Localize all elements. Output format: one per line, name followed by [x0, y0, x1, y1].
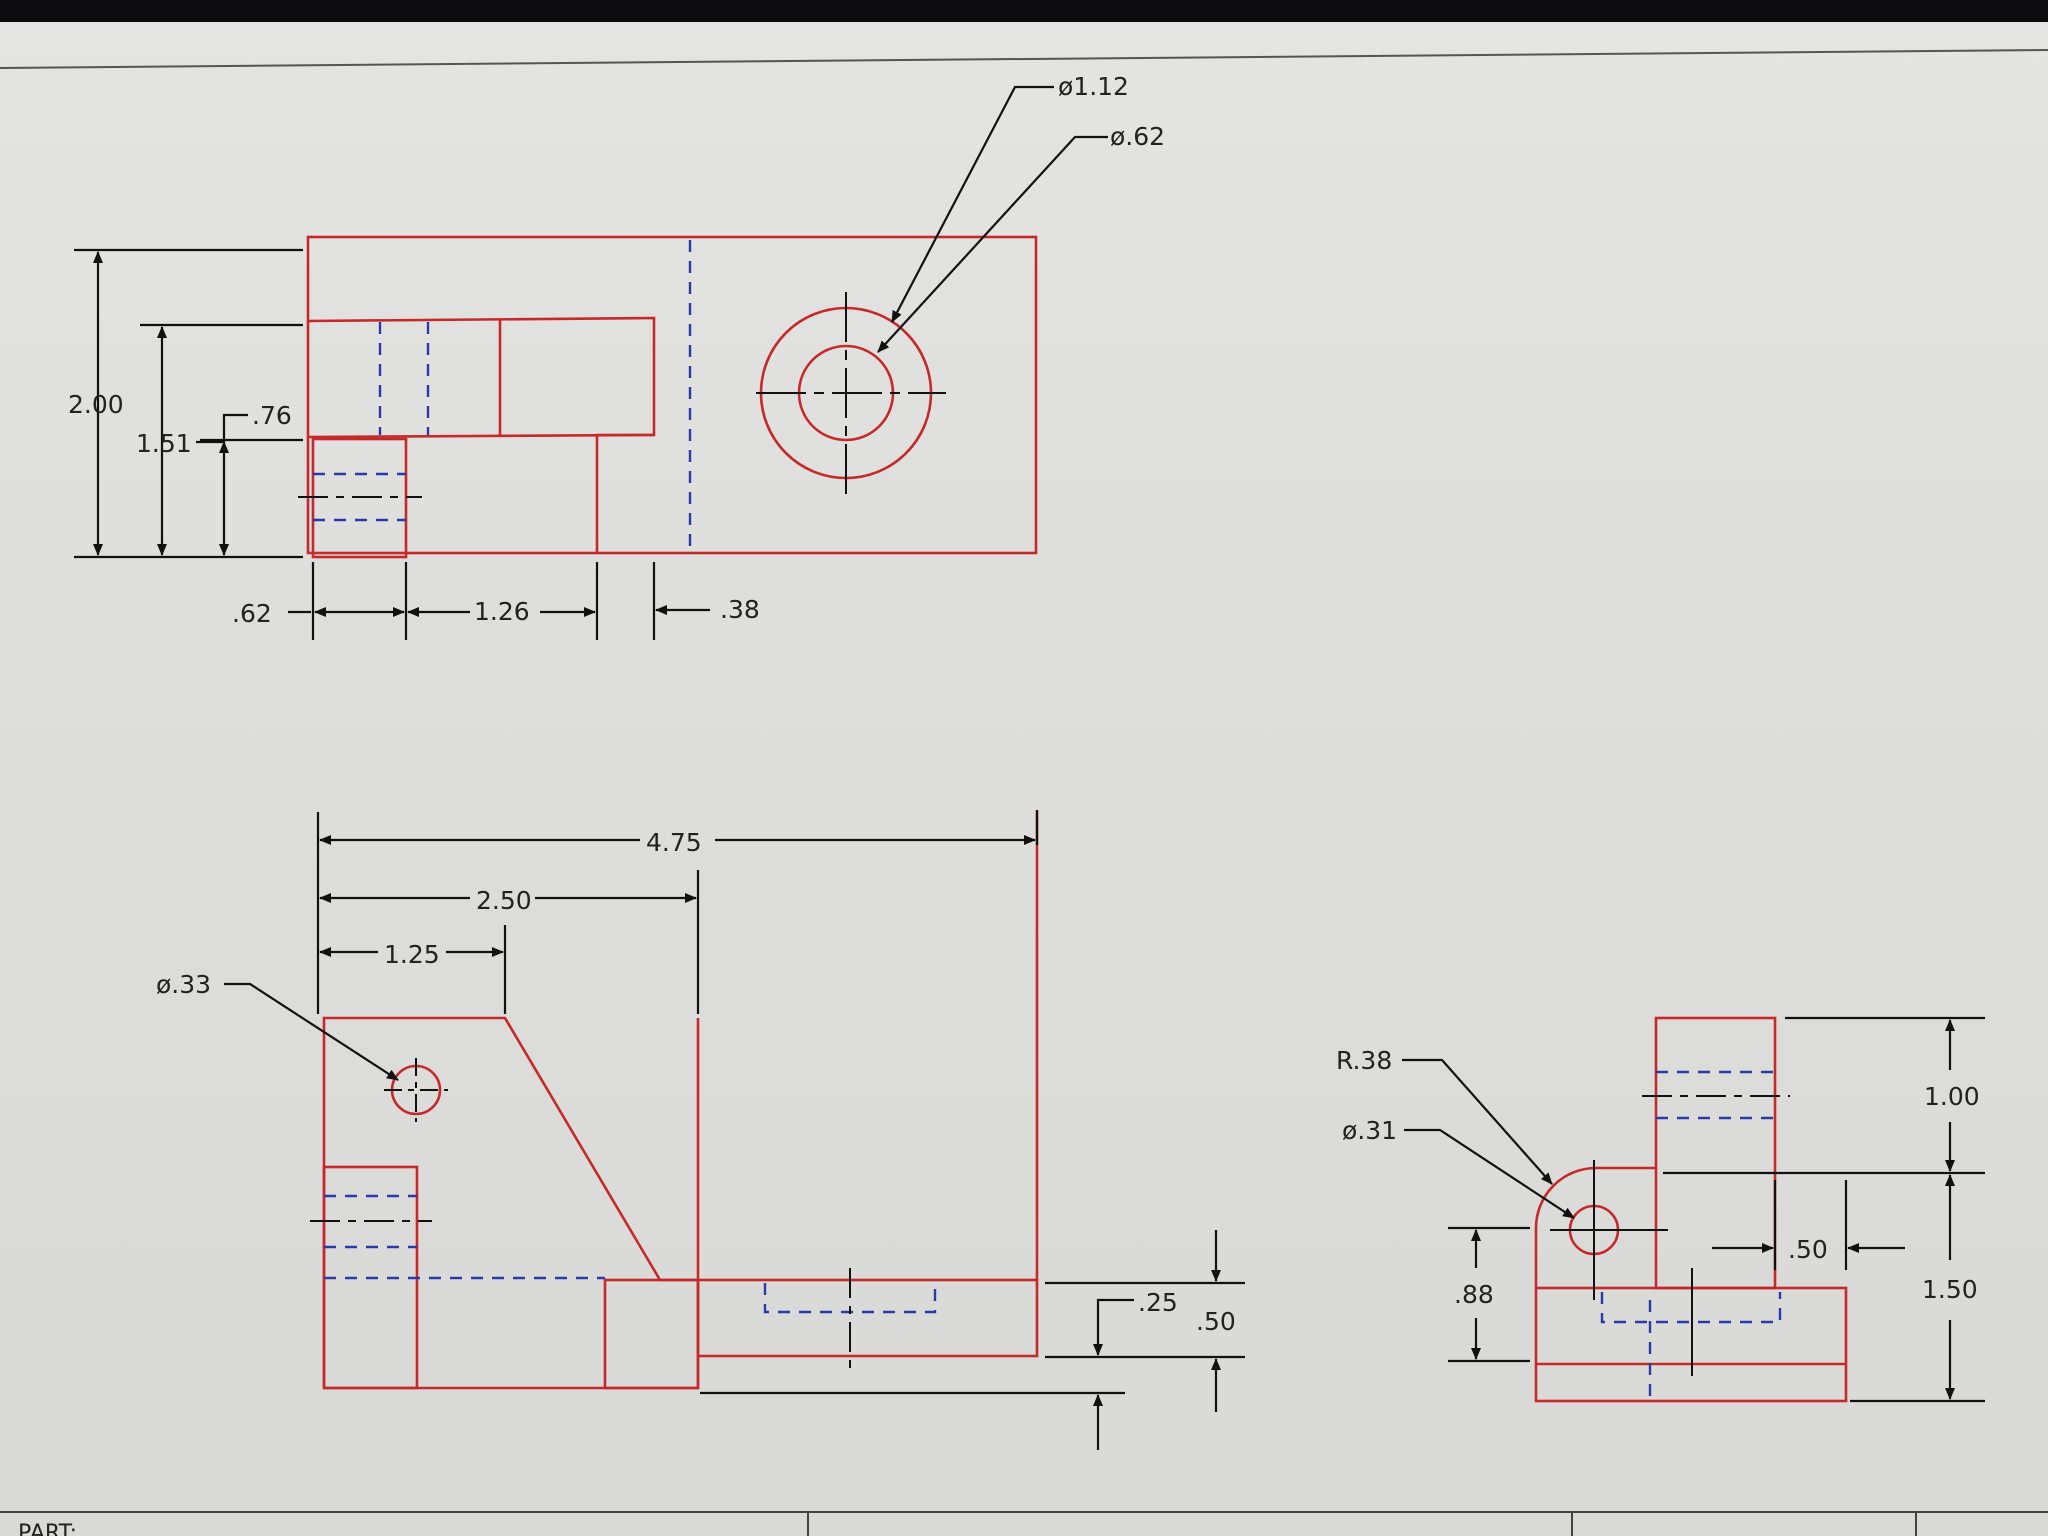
dim-diameter-62: ø.62: [1110, 122, 1165, 151]
side-view-dimensions: R.38 ø.31 .88 1.00 1.50 .50: [1336, 1016, 1985, 1403]
dim-height-1-51: 1.51: [136, 429, 192, 458]
dim-width-38: .38: [720, 595, 760, 624]
dim-height-50: .50: [1196, 1307, 1236, 1336]
title-block: PART:: [0, 1511, 2048, 1536]
dim-width-2-50: 2.50: [476, 886, 532, 915]
front-view: [310, 810, 1039, 1390]
dim-height-76: .76: [252, 401, 292, 430]
front-view-base: [696, 1278, 1039, 1358]
top-view-dimensions: ø1.12 ø.62 2.00 1.51 .76 .62 1.26 .38: [68, 72, 1165, 640]
dim-height-25: .25: [1138, 1288, 1178, 1317]
dim-diameter-1-12: ø1.12: [1058, 72, 1129, 101]
dim-width-1-26: 1.26: [474, 597, 530, 626]
dim-width-1-25: 1.25: [384, 940, 440, 969]
dim-diameter-31: ø.31: [1342, 1116, 1397, 1145]
dim-height-2-00: 2.00: [68, 390, 124, 419]
dim-width-50: .50: [1788, 1235, 1828, 1264]
top-view-outline: [306, 235, 1038, 555]
sheet-border-top: [0, 49, 2048, 69]
dim-width-62: .62: [232, 599, 272, 628]
side-view: [1534, 1016, 1848, 1403]
dim-diameter-33: ø.33: [156, 970, 211, 999]
screen-top-bezel: [0, 0, 2048, 22]
dim-height-88: .88: [1454, 1280, 1494, 1309]
front-view-dimensions: 4.75 2.50 1.25 ø.33 .25 .50: [156, 810, 1245, 1450]
top-view: [298, 235, 1038, 559]
dim-radius-38: R.38: [1336, 1046, 1392, 1075]
dim-height-1-50: 1.50: [1922, 1275, 1978, 1304]
dim-width-4-75: 4.75: [646, 828, 702, 857]
front-view-profile: [322, 1016, 700, 1390]
side-view-boss: [1534, 1166, 1656, 1288]
dim-height-1-00: 1.00: [1924, 1082, 1980, 1111]
title-block-part-label: PART:: [18, 1521, 77, 1536]
